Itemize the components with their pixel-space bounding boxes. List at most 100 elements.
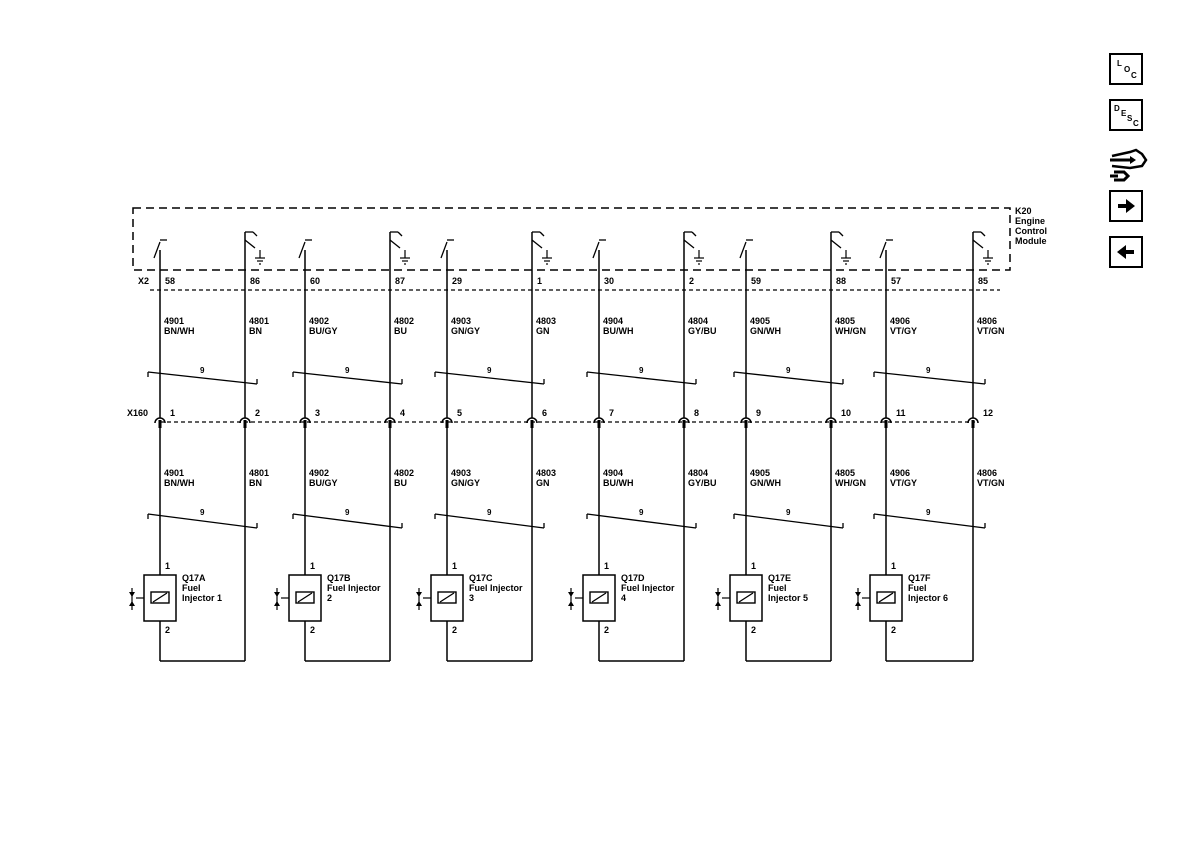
previous-page-button[interactable] — [1109, 236, 1143, 268]
circuit-number-upper: 4801 — [249, 316, 269, 326]
inline-connector-terminal — [154, 417, 166, 424]
solenoid-coil-icon — [295, 591, 315, 604]
inline-connector-terminal — [441, 417, 453, 424]
solenoid-coil-slash — [439, 592, 455, 603]
solenoid-coil-icon — [150, 591, 170, 604]
module-ref: K20 — [1015, 206, 1032, 216]
inline-connector-pin — [682, 420, 686, 428]
circuit-number-upper: 4805 — [835, 316, 855, 326]
injector-name-line-1: Fuel Injector — [327, 583, 381, 593]
svg-text:C: C — [1131, 71, 1137, 80]
wire-color-upper: GN/WH — [750, 326, 781, 336]
twisted-pair-marker-lower — [434, 513, 545, 529]
injector-name-line-2: Injector 1 — [182, 593, 222, 603]
module-pin-label: 86 — [250, 276, 260, 286]
injector-pin-label: 2 — [452, 625, 457, 635]
inline-pin-label: 4 — [400, 408, 405, 418]
injector-pin-label: 2 — [604, 625, 609, 635]
injector-pin-label: 1 — [165, 561, 170, 571]
injector-pin-label: 1 — [452, 561, 457, 571]
inline-connector-terminal — [384, 417, 396, 424]
injector-pin-label: 1 — [751, 561, 756, 571]
circuit-number-lower: 4805 — [835, 468, 855, 478]
solenoid-coil-slash — [878, 592, 894, 603]
wire-color-lower: GN/WH — [750, 478, 781, 488]
injector-pin-label: 2 — [165, 625, 170, 635]
inline-connector-pin — [303, 420, 307, 428]
twisted-pair-marker-upper — [292, 371, 403, 385]
module-pin-label: 59 — [751, 276, 761, 286]
injector-name-line-2: 3 — [469, 593, 474, 603]
solenoid-coil-icon — [437, 591, 457, 604]
inline-pin-label: 10 — [841, 408, 851, 418]
circuit-number-upper: 4803 — [536, 316, 556, 326]
inline-pin-label: 1 — [170, 408, 175, 418]
connector-tool-button[interactable] — [1108, 140, 1148, 184]
inline-connector-terminal — [678, 417, 690, 424]
next-page-button[interactable] — [1109, 190, 1143, 222]
connector-x160-label: X160 — [127, 408, 148, 418]
circuit-number-upper: 4902 — [309, 316, 329, 326]
actuator-arrow-up-icon — [416, 601, 422, 606]
ground-switch-top-end — [691, 231, 697, 237]
circuit-number-upper: 4804 — [688, 316, 708, 326]
inline-pin-label: 11 — [896, 408, 906, 418]
wire-color-upper: WH/GN — [835, 326, 866, 336]
injector-name-line-1: Fuel — [182, 583, 201, 593]
wire-color-upper: GN — [536, 326, 550, 336]
inline-connector-terminal — [880, 417, 892, 424]
inline-pin-label: 3 — [315, 408, 320, 418]
circuit-number-lower: 4806 — [977, 468, 997, 478]
svg-text:S: S — [1127, 114, 1133, 123]
description-button[interactable]: D E S C — [1109, 99, 1143, 131]
module-label-line-1: Engine — [1015, 216, 1045, 226]
solenoid-coil-slash — [152, 592, 168, 603]
twisted-pair-count-upper: 9 — [345, 366, 350, 375]
inline-connector-pin — [971, 420, 975, 428]
inline-connector-pin — [158, 420, 162, 428]
wire-color-upper: BU/WH — [603, 326, 634, 336]
wire-color-upper: BU/GY — [309, 326, 338, 336]
inline-pin-label: 5 — [457, 408, 462, 418]
inline-pin-label: 2 — [255, 408, 260, 418]
circuit-number-lower: 4902 — [309, 468, 329, 478]
wire-color-upper: GN/GY — [451, 326, 480, 336]
inline-pin-label: 8 — [694, 408, 699, 418]
inline-connector-terminal — [299, 417, 311, 424]
injector-name-line-2: 4 — [621, 593, 626, 603]
circuit-number-lower: 4904 — [603, 468, 623, 478]
inline-connector-terminal — [967, 417, 979, 424]
circuit-number-lower: 4901 — [164, 468, 184, 478]
circuit-number-upper: 4802 — [394, 316, 414, 326]
signal-switch-blade — [879, 241, 887, 259]
svg-text:D: D — [1114, 104, 1120, 113]
signal-switch-blade — [153, 241, 161, 259]
twisted-pair-count-lower: 9 — [639, 508, 644, 517]
inline-connector-pin — [388, 420, 392, 428]
ground-switch-blade — [531, 239, 543, 249]
solenoid-coil-slash — [591, 592, 607, 603]
twisted-pair-count-lower: 9 — [487, 508, 492, 517]
twisted-pair-count-upper: 9 — [926, 366, 931, 375]
injector-ref-label: Q17A — [182, 573, 206, 583]
module-pin-label: 87 — [395, 276, 405, 286]
location-button[interactable]: L O C — [1109, 53, 1143, 85]
signal-switch-blade — [592, 241, 600, 259]
solenoid-coil-slash — [738, 592, 754, 603]
module-label-line-3: Module — [1015, 236, 1047, 246]
circuit-number-lower: 4804 — [688, 468, 708, 478]
injector-pin-label: 2 — [310, 625, 315, 635]
wire-color-upper: BN — [249, 326, 262, 336]
injector-pin-label: 1 — [891, 561, 896, 571]
loc-icon: L O C — [1117, 59, 1137, 80]
inline-connector-pin — [829, 420, 833, 428]
inline-connector-terminal — [740, 417, 752, 424]
inline-pin-label: 9 — [756, 408, 761, 418]
circuit-number-lower: 4906 — [890, 468, 910, 478]
module-pin-label: 60 — [310, 276, 320, 286]
injector-ref-label: Q17F — [908, 573, 931, 583]
circuit-number-upper: 4905 — [750, 316, 770, 326]
wire-color-upper: VT/GN — [977, 326, 1005, 336]
circuit-number-lower: 4802 — [394, 468, 414, 478]
